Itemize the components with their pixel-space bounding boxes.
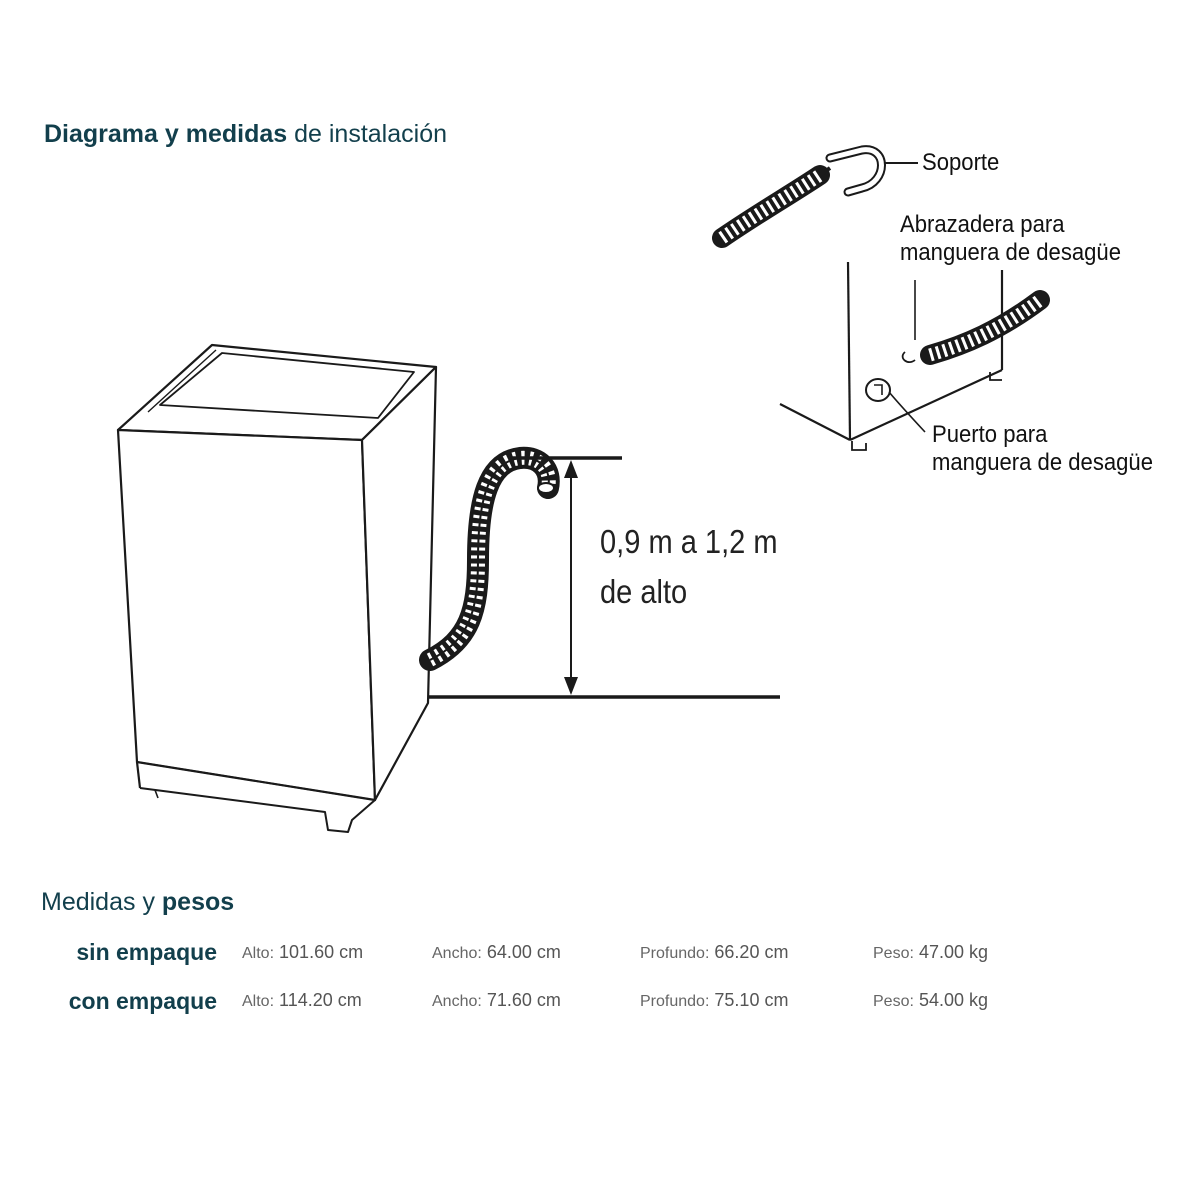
label-abrazadera-line1: Abrazadera para — [900, 211, 1065, 238]
measurements-title-light: Medidas y — [41, 888, 155, 916]
installation-diagram — [116, 145, 1050, 833]
row-label-con-empaque: con empaque — [68, 988, 217, 1014]
label-height-range: 0,9 m a 1,2 m — [600, 523, 778, 560]
label-height-unit: de alto — [600, 573, 688, 610]
cell-alto-con: Alto: 114.20 cm — [242, 990, 362, 1010]
label-abrazadera-line2: manguera de desagüe — [900, 239, 1121, 266]
cell-alto-sin: Alto: 101.60 cm — [242, 942, 364, 962]
cell-peso-con: Peso: 54.00 kg — [873, 990, 988, 1010]
cell-profundo-con: Profundo: 75.10 cm — [640, 990, 789, 1010]
measurements-title: Medidas y pesos — [41, 888, 234, 917]
washing-machine-illustration — [116, 343, 438, 833]
row-label-sin-empaque: sin empaque — [76, 939, 217, 965]
measurements-title-bold: pesos — [161, 888, 235, 916]
page-title-bold: Diagrama y medidas — [44, 120, 288, 148]
cell-peso-sin: Peso: 47.00 kg — [873, 942, 988, 962]
height-reference — [428, 456, 780, 699]
page-title-light: de instalación — [294, 120, 448, 148]
cell-ancho-sin: Ancho: 64.00 cm — [432, 942, 561, 962]
rear-detail-illustration — [779, 261, 1050, 451]
label-puerto-line2: manguera de desagüe — [932, 449, 1153, 476]
support-detail-illustration — [712, 145, 918, 248]
cell-profundo-sin: Profundo: 66.20 cm — [640, 942, 789, 962]
label-puerto-line1: Puerto para — [932, 421, 1048, 448]
label-soporte: Soporte — [922, 149, 1000, 176]
page-title: Diagrama y medidas de instalación — [44, 120, 447, 149]
cell-ancho-con: Ancho: 71.60 cm — [432, 990, 561, 1010]
drain-hose-illustration — [419, 446, 560, 671]
